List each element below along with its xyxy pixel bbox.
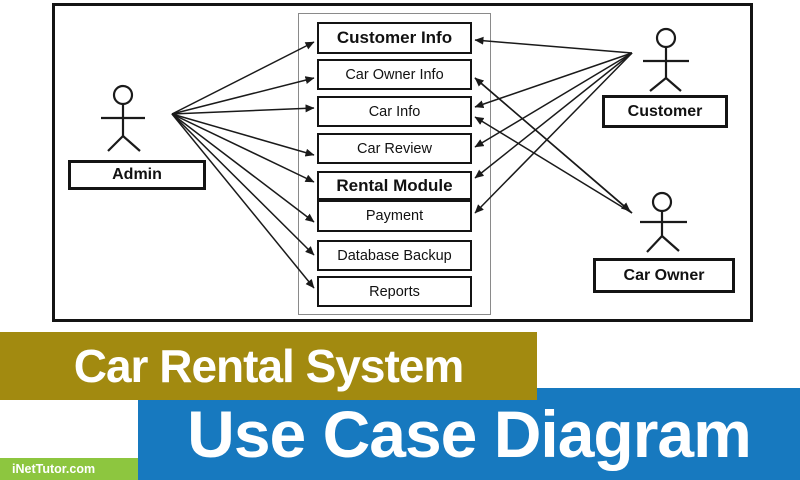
use-case-reports: Reports xyxy=(317,276,472,307)
use-case-rental-module: Rental Module xyxy=(317,171,472,200)
title-text: Car Rental System xyxy=(73,340,464,392)
subtitle-banner: Use Case Diagram xyxy=(138,388,800,480)
use-case-car-info: Car Info xyxy=(317,96,472,127)
subtitle-text: Use Case Diagram xyxy=(187,397,752,471)
actor-label-admin: Admin xyxy=(68,160,206,190)
watermark-text: iNetTutor.com xyxy=(12,462,96,476)
watermark-banner: iNetTutor.com xyxy=(0,458,138,480)
use-case-car-owner-info: Car Owner Info xyxy=(317,59,472,90)
use-case-customer-info: Customer Info xyxy=(317,22,472,54)
title-banner: Car Rental System xyxy=(0,332,537,400)
use-case-car-review: Car Review xyxy=(317,133,472,164)
actor-label-car-owner: Car Owner xyxy=(593,258,735,293)
use-case-database-backup: Database Backup xyxy=(317,240,472,271)
use-case-payment: Payment xyxy=(317,200,472,232)
actor-label-customer: Customer xyxy=(602,95,728,128)
